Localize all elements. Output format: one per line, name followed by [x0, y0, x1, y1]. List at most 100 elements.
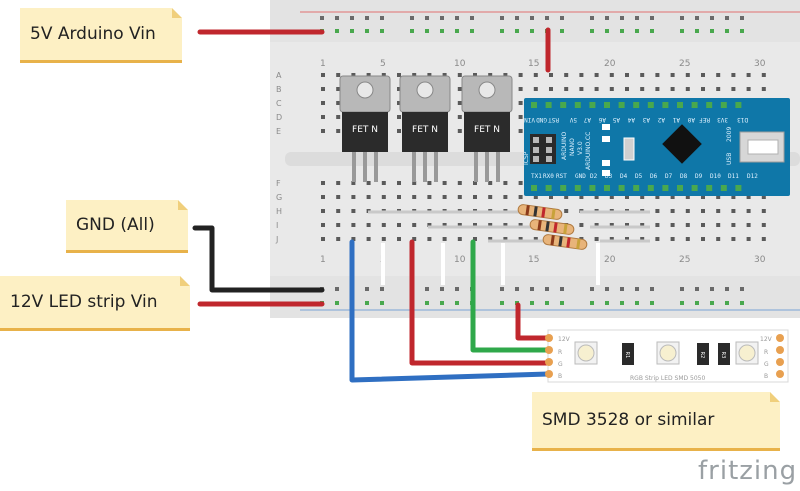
breadboard-hole	[321, 129, 325, 133]
pin-label: A2	[657, 116, 665, 123]
breadboard-hole	[473, 237, 477, 241]
breadboard-hole	[670, 209, 675, 213]
note-text: 5V Arduino Vin	[30, 23, 156, 44]
mosfet: FET N	[399, 75, 451, 182]
row-letter: H	[276, 207, 282, 216]
breadboard-hole	[549, 87, 553, 91]
breadboard-hole	[761, 195, 766, 199]
pin-label: REF	[699, 116, 710, 123]
pin-label: RST	[548, 116, 559, 123]
breadboard-hole	[625, 195, 629, 199]
breadboard-hole	[336, 237, 341, 241]
breadboard-hole	[427, 73, 432, 77]
arduino-pin-pad	[647, 185, 654, 191]
black-wire-gnd	[192, 225, 325, 293]
breadboard-hole	[594, 223, 599, 227]
breadboard-hole	[761, 73, 766, 77]
breadboard-hole	[442, 195, 447, 199]
breadboard-hole	[488, 237, 493, 241]
breadboard-hole	[701, 73, 705, 77]
breadboard-hole	[725, 16, 729, 20]
arduino-top-pin-labels: VIN GND RST 5V A7 A6 A5 A4 A3 A2 A1 A0 R…	[524, 116, 748, 123]
arduino-pin-pad	[531, 102, 537, 108]
breadboard-hole	[320, 16, 324, 20]
breadboard-hole	[397, 223, 401, 227]
breadboard-hole	[625, 73, 629, 77]
breadboard-hole	[609, 223, 614, 227]
breadboard-hole	[381, 181, 386, 185]
column-number: 15	[528, 59, 539, 69]
mosfet-label: FET N	[352, 125, 378, 135]
breadboard-hole	[503, 223, 508, 227]
resistor	[529, 219, 575, 235]
gray-jumpers	[368, 210, 650, 285]
smd-led	[735, 341, 759, 365]
pin-label: 3V3	[717, 116, 728, 123]
breadboard-hole	[321, 223, 325, 227]
pin-label: A3	[642, 116, 650, 123]
breadboard-hole	[685, 195, 690, 199]
breadboard-hole	[397, 115, 401, 119]
breadboard-hole	[351, 181, 356, 185]
breadboard-hole	[609, 73, 614, 77]
usb-port	[747, 139, 779, 155]
breadboard-hole	[685, 209, 690, 213]
breadboard-hole	[701, 209, 705, 213]
breadboard-hole	[625, 237, 629, 241]
breadboard-hole	[473, 223, 477, 227]
breadboard-hole	[685, 223, 690, 227]
row-letter: A	[276, 71, 282, 80]
arduino-bottom-pin-labels: TX1 RX0 RST GND D2 D3 D4 D5 D6 D7 D8 D9 …	[531, 173, 758, 180]
led-tx	[602, 160, 610, 166]
breadboard-hole	[725, 29, 729, 33]
breadboard-hole	[336, 209, 341, 213]
breadboard-hole	[695, 301, 699, 305]
breadboard-hole	[716, 73, 721, 77]
arduino-pin-pad	[662, 102, 669, 108]
breadboard-hole	[336, 115, 341, 119]
breadboard-hole	[655, 87, 660, 91]
breadboard-hole	[470, 29, 474, 33]
smd-led	[574, 341, 598, 365]
breadboard-hole	[442, 73, 447, 77]
breadboard-hole	[515, 287, 519, 291]
strip-pin-label: B	[764, 373, 768, 380]
breadboard-hole	[457, 73, 462, 77]
arduino-pin-pad	[720, 102, 727, 108]
arduino-pin-pad	[677, 102, 683, 108]
breadboard-hole	[457, 101, 462, 105]
breadboard-hole	[427, 195, 432, 199]
breadboard-hole	[725, 301, 729, 305]
breadboard-hole	[579, 195, 584, 199]
green-wire	[470, 239, 551, 353]
breadboard-hole	[716, 237, 721, 241]
breadboard-hole	[397, 129, 401, 133]
board-version: V3.0	[577, 141, 584, 155]
arduino-pin-pad	[677, 185, 683, 191]
breadboard-hole	[336, 73, 341, 77]
breadboard-hole	[440, 16, 444, 20]
breadboard-hole	[500, 287, 504, 291]
note-gnd-all: GND (All)	[66, 200, 188, 253]
breadboard-hole	[533, 87, 538, 91]
breadboard-hole	[365, 287, 369, 291]
breadboard-hole	[695, 16, 699, 20]
breadboard-hole	[473, 181, 477, 185]
breadboard-hole	[685, 237, 690, 241]
pin-label: RST	[556, 173, 567, 180]
breadboard-hole	[545, 16, 549, 20]
breadboard-hole	[635, 287, 639, 291]
breadboard-hole	[680, 301, 684, 305]
pin-label: D9	[695, 173, 703, 180]
breadboard-hole	[380, 16, 384, 20]
breadboard-hole	[746, 223, 751, 227]
breadboard-hole	[457, 87, 462, 91]
breadboard-hole	[650, 16, 654, 20]
mosfet-label: FET N	[474, 125, 500, 135]
breadboard-hole	[412, 237, 417, 241]
breadboard-hole	[457, 129, 462, 133]
breadboard-hole	[351, 209, 356, 213]
breadboard-hole	[740, 16, 744, 20]
breadboard-hole	[716, 87, 721, 91]
breadboard-hole	[594, 237, 599, 241]
